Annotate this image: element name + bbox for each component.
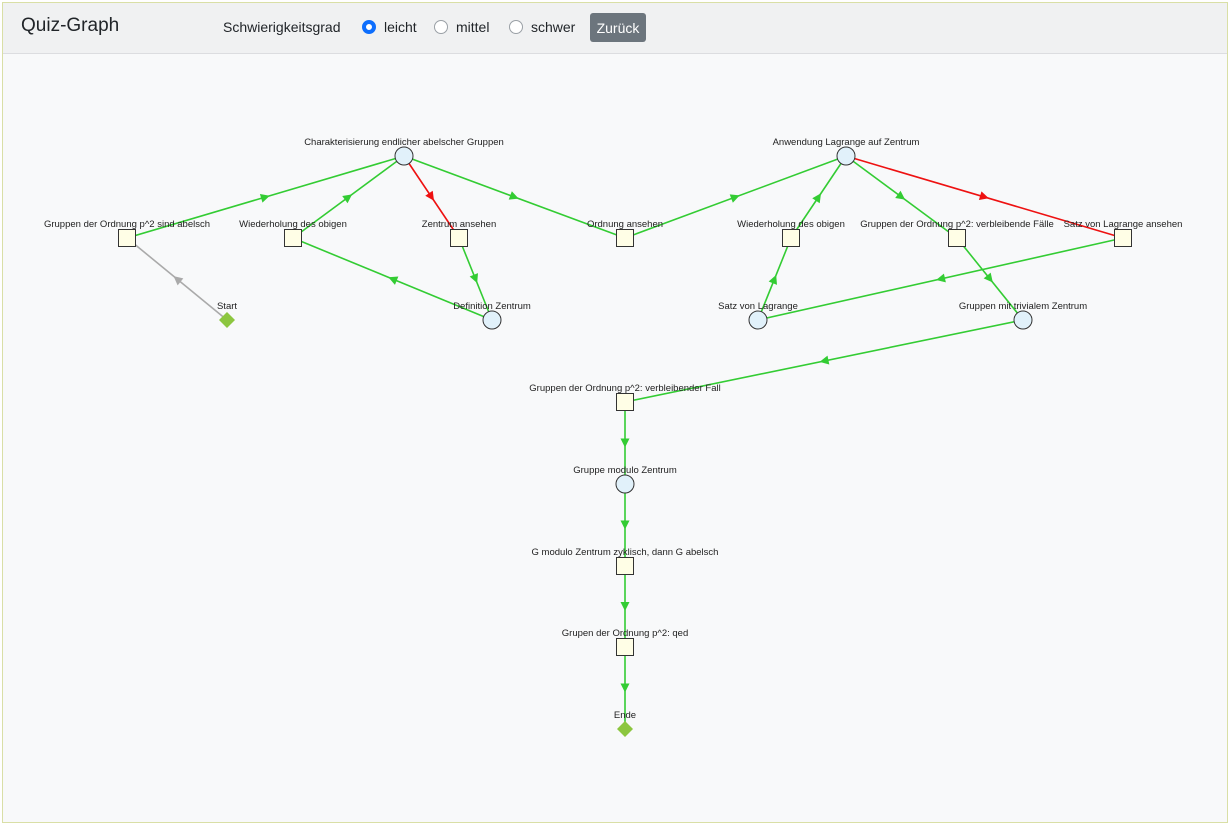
node-wied1[interactable]: Wiederholung des obigen (239, 219, 347, 247)
node-label: Anwendung Lagrange auf Zentrum (773, 137, 920, 148)
node-label: Satz von Lagrange (718, 301, 798, 312)
circle-node-icon[interactable] (482, 310, 502, 330)
edge-arrow-icon (819, 355, 830, 365)
node-qed[interactable]: Grupen der Ordnung p^2: qed (562, 628, 688, 656)
diamond-node-icon[interactable] (617, 721, 633, 737)
node-label: Grupen der Ordnung p^2: qed (562, 628, 688, 639)
edge-arrow-icon (936, 273, 946, 283)
node-label: Charakterisierung endlicher abelscher Gr… (304, 137, 504, 148)
edge-arrow-icon (620, 602, 630, 611)
node-trivz[interactable]: Gruppen mit trivialem Zentrum (959, 301, 1087, 330)
node-ende[interactable]: Ende (614, 710, 636, 737)
square-node-icon[interactable] (118, 229, 136, 247)
edge-arrow-icon (620, 438, 630, 448)
radio-dot-icon[interactable] (509, 20, 523, 34)
navbar: Quiz-Graph Schwierigkeitsgrad leicht mit… (3, 3, 1227, 54)
node-anwlag[interactable]: Anwendung Lagrange auf Zentrum (773, 137, 920, 166)
square-node-icon[interactable] (450, 229, 468, 247)
difficulty-label: Schwierigkeitsgrad (223, 19, 341, 35)
edge-arrow-icon (978, 191, 989, 201)
node-ordans[interactable]: Ordnung ansehen (587, 219, 663, 247)
edge-arrow-icon (768, 274, 777, 285)
radio-dot-icon[interactable] (362, 20, 376, 34)
node-gmodz[interactable]: Gruppe modulo Zentrum (573, 465, 677, 494)
edge-arrow-icon (388, 276, 399, 285)
circle-node-icon[interactable] (748, 310, 768, 330)
node-gzykl[interactable]: G modulo Zentrum zyklisch, dann G abelsc… (532, 547, 719, 575)
node-label: Gruppen der Ordnung p^2 sind abelsch (44, 219, 210, 230)
square-node-icon[interactable] (616, 229, 634, 247)
edge-arrow-icon (469, 273, 478, 284)
node-label: Wiederholung des obigen (737, 219, 845, 230)
node-label: Definition Zentrum (453, 301, 531, 312)
node-label: Ende (614, 710, 636, 721)
square-node-icon[interactable] (782, 229, 800, 247)
back-button[interactable]: Zurück (590, 13, 646, 42)
node-label: Gruppen der Ordnung p^2: verbleibender F… (529, 383, 720, 394)
diamond-node-icon[interactable] (219, 312, 235, 328)
node-label: Start (217, 301, 237, 312)
square-node-icon[interactable] (948, 229, 966, 247)
circle-node-icon[interactable] (836, 146, 856, 166)
node-charab[interactable]: Charakterisierung endlicher abelscher Gr… (304, 137, 504, 166)
node-label: Wiederholung des obigen (239, 219, 347, 230)
edge-arrow-icon (259, 193, 270, 203)
edge-arrow-icon (425, 190, 435, 201)
circle-node-icon[interactable] (394, 146, 414, 166)
node-satzlag[interactable]: Satz von Lagrange (718, 301, 798, 330)
app-title: Quiz-Graph (21, 15, 120, 36)
edge-arrow-icon (508, 191, 519, 200)
node-start[interactable]: Start (217, 301, 237, 328)
radio-schwer[interactable]: schwer (509, 19, 575, 35)
node-wied2[interactable]: Wiederholung des obigen (737, 219, 845, 247)
node-p2faelle[interactable]: Gruppen der Ordnung p^2: verbleibende Fä… (860, 219, 1054, 247)
radio-dot-icon[interactable] (434, 20, 448, 34)
radio-mittel[interactable]: mittel (434, 19, 489, 35)
node-label: Gruppen mit trivialem Zentrum (959, 301, 1087, 312)
square-node-icon[interactable] (1114, 229, 1132, 247)
node-p2abel[interactable]: Gruppen der Ordnung p^2 sind abelsch (44, 219, 210, 247)
node-label: Gruppen der Ordnung p^2: verbleibende Fä… (860, 219, 1054, 230)
node-label: Gruppe modulo Zentrum (573, 465, 677, 476)
radio-label: schwer (531, 19, 576, 35)
node-defz[interactable]: Definition Zentrum (453, 301, 531, 330)
edge-arrow-icon (342, 194, 353, 204)
node-zentans[interactable]: Zentrum ansehen (422, 219, 496, 247)
node-label: Satz von Lagrange ansehen (1064, 219, 1183, 230)
radio-label: leicht (384, 19, 417, 35)
node-lagans[interactable]: Satz von Lagrange ansehen (1064, 219, 1183, 247)
square-node-icon[interactable] (284, 229, 302, 247)
edge-arrow-icon (983, 272, 993, 283)
square-node-icon[interactable] (616, 638, 634, 656)
node-label: G modulo Zentrum zyklisch, dann G abelsc… (532, 547, 719, 558)
edge-arrow-icon (173, 276, 184, 286)
node-label: Ordnung ansehen (587, 219, 663, 230)
edge-arrow-icon (895, 190, 906, 200)
square-node-icon[interactable] (616, 393, 634, 411)
edge-arrow-icon (812, 193, 822, 204)
circle-node-icon[interactable] (615, 474, 635, 494)
edge-arrow-icon (729, 194, 740, 203)
edge-arrow-icon (620, 683, 630, 693)
node-p2fall[interactable]: Gruppen der Ordnung p^2: verbleibender F… (529, 383, 721, 411)
square-node-icon[interactable] (616, 557, 634, 575)
circle-node-icon[interactable] (1013, 310, 1033, 330)
node-label: Zentrum ansehen (422, 219, 496, 230)
radio-label: mittel (456, 19, 490, 35)
edge-arrow-icon (620, 520, 630, 530)
radio-leicht[interactable]: leicht (362, 19, 417, 35)
